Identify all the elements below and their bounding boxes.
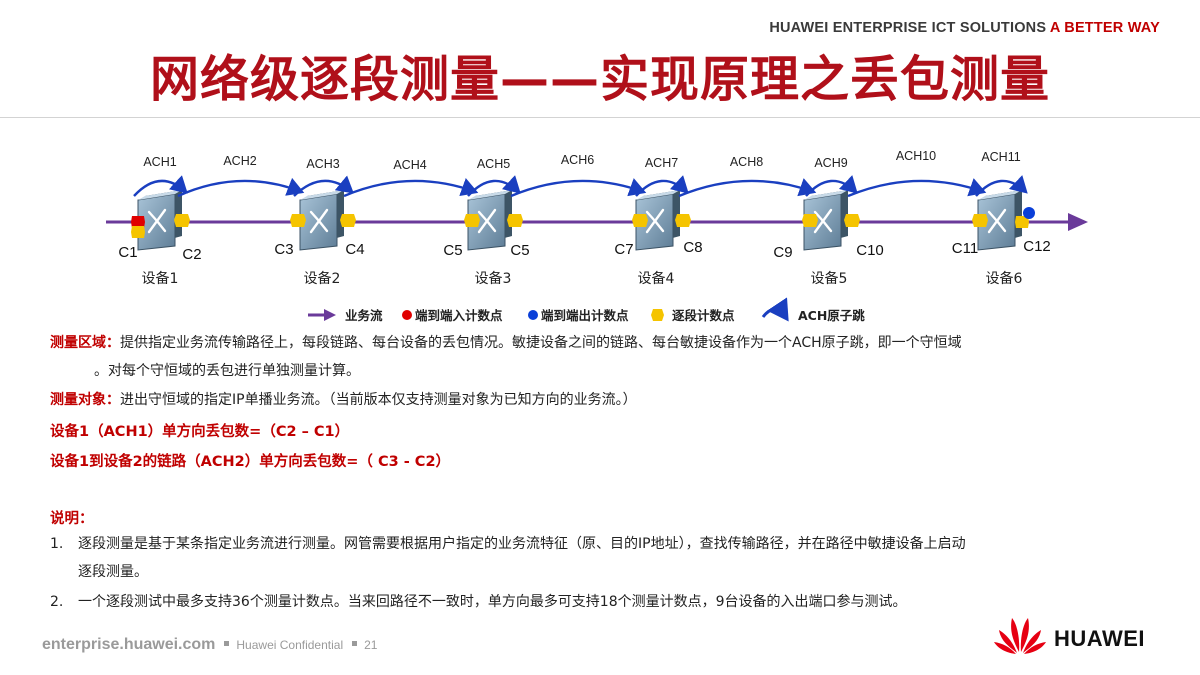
- ach-arc: [805, 175, 858, 197]
- count-point-label: C8: [683, 239, 702, 256]
- legend-ach-arc: [761, 297, 789, 322]
- object-text: 进出守恒域的指定IP单播业务流。（当前版本仅支持测量对象为已知方向的业务流。）: [120, 392, 637, 408]
- huawei-logo-icon: [994, 618, 1046, 654]
- footer-separator: [224, 641, 230, 646]
- legend-ingress-dot: [402, 310, 412, 320]
- legend-segment-dot: [651, 309, 664, 321]
- notes-title: 说明：: [50, 511, 94, 527]
- segment-count-point: [675, 214, 691, 227]
- legend-ach-label: ACH原子跳: [798, 308, 865, 323]
- note-2-number: 2.: [50, 594, 64, 610]
- segment-count-point: [1015, 216, 1029, 228]
- legend-egress-label: 端到端出计数点: [541, 308, 629, 323]
- tagline-main: HUAWEI ENTERPRISE ICT SOLUTIONS: [769, 20, 1050, 36]
- footer: enterprise.huawei.com Huawei Confidential…: [42, 636, 377, 654]
- count-point-label: C10: [856, 242, 884, 259]
- note-1-number: 1.: [50, 536, 64, 552]
- segment-count-point: [464, 214, 480, 227]
- page-title: 网络级逐段测量——实现原理之丢包测量: [149, 51, 1050, 108]
- ach-label: ACH3: [306, 157, 339, 171]
- count-point-label: C1: [118, 244, 137, 261]
- ach-label: ACH1: [143, 155, 176, 169]
- ach-arc: [177, 177, 305, 198]
- count-point-label: C5: [443, 242, 462, 259]
- area-label: 测量区域：: [50, 335, 120, 351]
- legend-segment-label: 逐段计数点: [672, 308, 735, 323]
- device-label: 设备3: [475, 270, 512, 287]
- segment-count-point: [174, 214, 190, 227]
- device-label: 设备6: [986, 270, 1023, 287]
- count-point-label: C5: [510, 242, 529, 259]
- ach-arc: [133, 175, 188, 197]
- segment-count-point: [802, 214, 818, 227]
- ach-label: ACH11: [981, 150, 1020, 164]
- ach-arc: [293, 175, 354, 197]
- footer-site: enterprise.huawei.com: [42, 636, 216, 653]
- note-2-text: 一个逐段测试中最多支持36个测量计数点。当来回路径不一致时，单方向最多可支持18…: [78, 594, 907, 610]
- area-text-1: 提供指定业务流传输路径上，每段链路、每台设备的丢包情况。敏捷设备之间的链路、每台…: [120, 335, 962, 351]
- footer-separator: [352, 641, 358, 646]
- legend-egress-dot: [528, 310, 538, 320]
- ach-label: ACH6: [561, 153, 594, 167]
- segment-count-point: [340, 214, 356, 227]
- segment-count-point: [844, 214, 860, 227]
- count-point-label: C7: [614, 241, 633, 258]
- area-paragraph: 测量区域：提供指定业务流传输路径上，每段链路、每台设备的丢包情况。敏捷设备之间的…: [50, 333, 962, 353]
- ach-label: ACH7: [645, 156, 678, 170]
- page-number: 21: [364, 638, 378, 652]
- segment-count-point: [290, 214, 306, 227]
- count-point-label: C11: [952, 240, 978, 257]
- device-label: 设备4: [638, 270, 675, 287]
- note-1: 1. 逐段测量是基于某条指定业务流进行测量。网管需要根据用户指定的业务流特征（原、…: [50, 530, 966, 558]
- ach-label: ACH9: [814, 156, 847, 170]
- device-label: 设备5: [811, 270, 848, 287]
- ach-arc: [635, 175, 689, 197]
- ach-label: ACH2: [223, 154, 256, 168]
- count-point-label: C12: [1023, 238, 1051, 255]
- note-1-text: 逐段测量是基于某条指定业务流进行测量。网管需要根据用户指定的业务流特征（原、目的…: [78, 536, 966, 552]
- count-point-label: C2: [182, 246, 201, 263]
- ach-arc: [975, 175, 1028, 197]
- title-divider: [0, 117, 1200, 118]
- ach-arc: [847, 178, 987, 198]
- legend-ingress-label: 端到端入计数点: [415, 308, 503, 323]
- ach-label: ACH4: [393, 158, 426, 172]
- legend-flow-label: 业务流: [345, 308, 383, 323]
- tagline-accent: A BETTER WAY: [1049, 20, 1160, 36]
- device-label: 设备1: [142, 270, 179, 287]
- ach-arc: [678, 178, 817, 198]
- note-2: 2. 一个逐段测试中最多支持36个测量计数点。当来回路径不一致时，单方向最多可支持…: [50, 588, 907, 616]
- ach-arc: [467, 175, 521, 197]
- count-point-label: C4: [345, 241, 364, 258]
- flow-arrowhead: [1068, 213, 1088, 231]
- device-icon: [298, 188, 346, 252]
- egress-count-point: [1023, 207, 1035, 219]
- object-label: 测量对象：: [50, 392, 120, 408]
- segment-count-point: [507, 214, 523, 227]
- ingress-count-point: [131, 216, 145, 228]
- object-paragraph: 测量对象：进出守恒域的指定IP单播业务流。（当前版本仅支持测量对象为已知方向的业…: [50, 390, 637, 410]
- note-1-continued: 逐段测量。: [78, 564, 148, 580]
- footer-confidential: Huawei Confidential: [236, 638, 344, 652]
- ach-label: ACH5: [477, 157, 510, 171]
- count-point-label: C3: [274, 241, 293, 258]
- segment-count-point: [131, 226, 145, 238]
- ach-arc: [343, 178, 479, 198]
- ach-label: ACH10: [896, 149, 936, 163]
- area-paragraph-continued: 。对每个守恒域的丢包进行单独测量计算。: [94, 363, 360, 379]
- ach-label: ACH8: [730, 155, 763, 169]
- logo-text: HUAWEI: [1054, 626, 1145, 651]
- segment-count-point: [632, 214, 648, 227]
- formula-ach2: 设备1到设备2的链路（ACH2）单方向丢包数=（ C3 - C2）: [50, 454, 451, 470]
- count-point-label: C9: [773, 244, 792, 261]
- ach-arc: [510, 178, 647, 198]
- segment-count-point: [972, 214, 988, 227]
- formula-ach1: 设备1（ACH1）单方向丢包数=（C2 – C1）: [50, 424, 350, 440]
- legend-flow-arrowhead: [324, 309, 336, 321]
- device-label: 设备2: [304, 270, 341, 287]
- header-tagline: HUAWEI ENTERPRISE ICT SOLUTIONS A BETTER…: [769, 20, 1160, 36]
